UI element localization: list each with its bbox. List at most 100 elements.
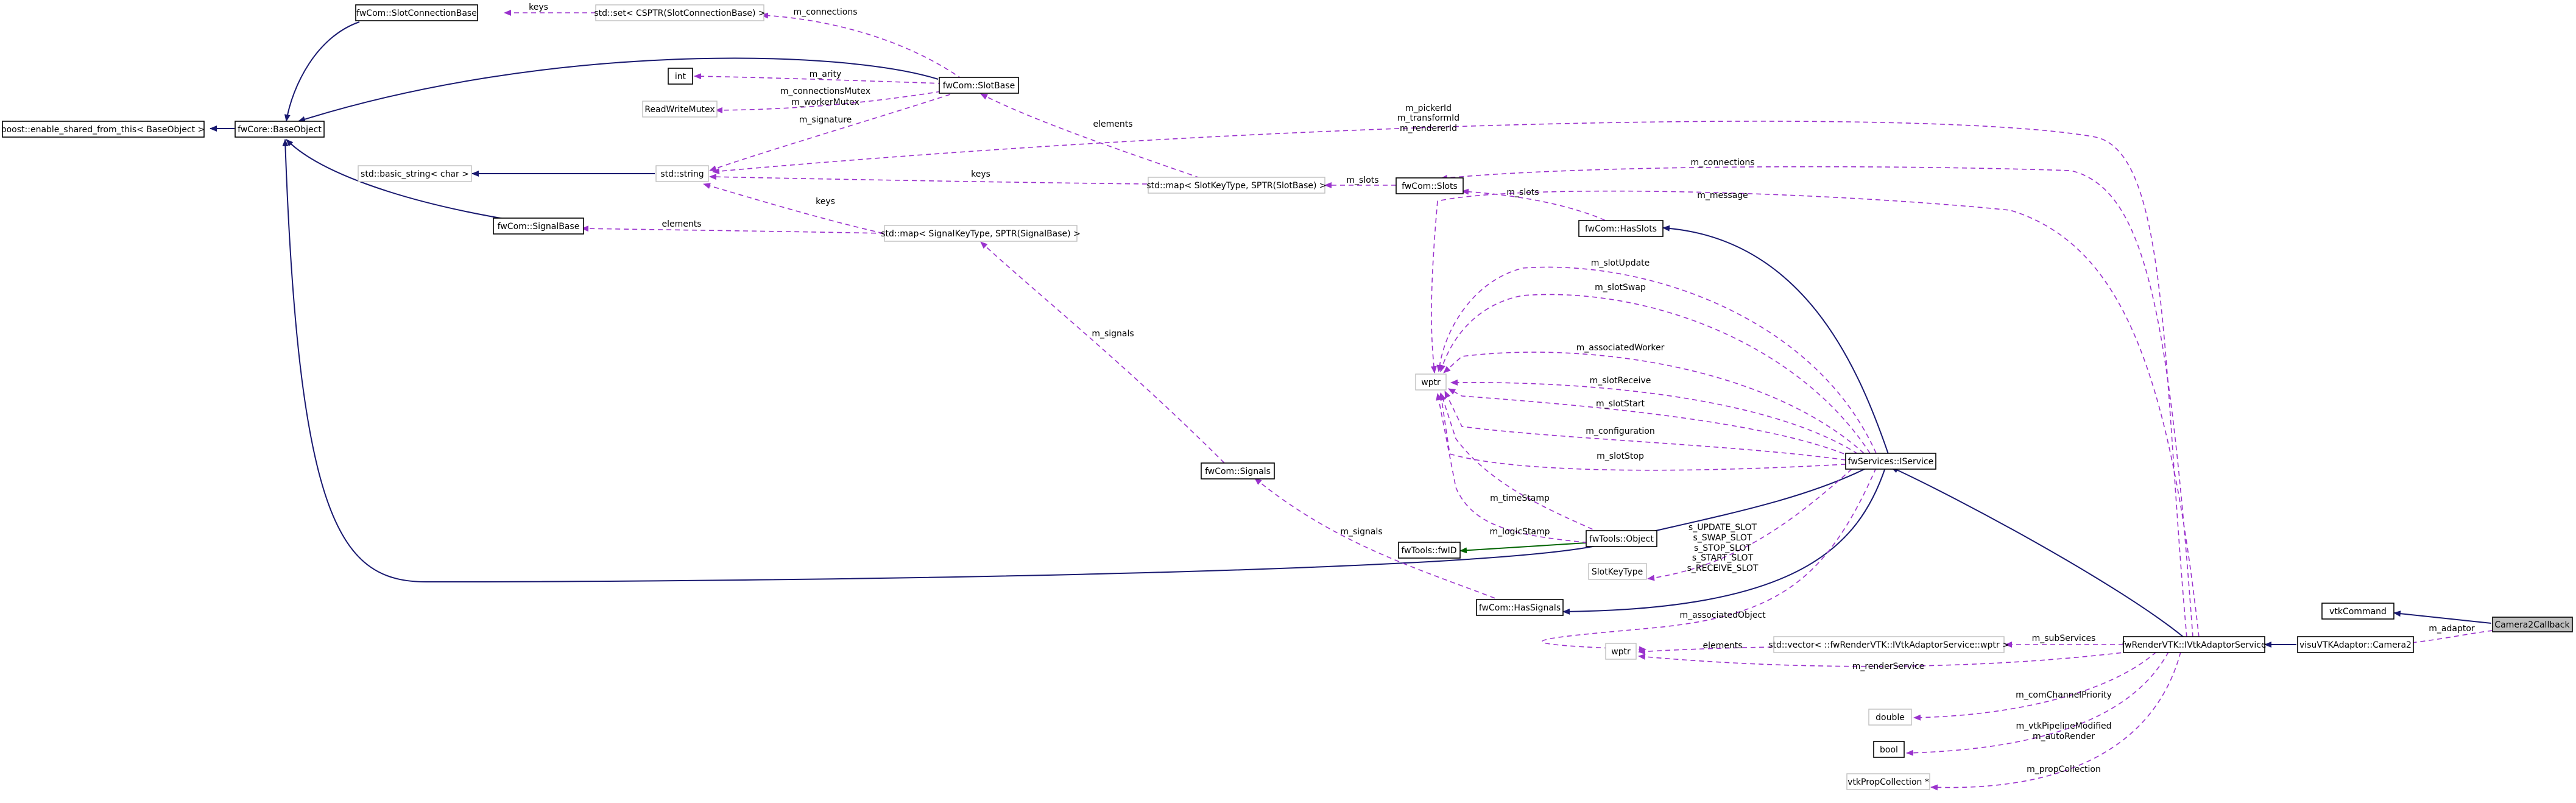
node-label-map-signals: std::map< SignalKeyType, SPTR(SignalBase…	[881, 229, 1081, 239]
node-label-slotconnectionbase: fwCom::SlotConnectionBase	[356, 9, 477, 18]
node-fwtools-fwid[interactable]: fwTools::fwID	[1398, 542, 1461, 559]
edge-label-m-slotupdate: m_slotUpdate	[1591, 258, 1650, 268]
node-slotkeytype[interactable]: SlotKeyType	[1588, 563, 1647, 580]
edge-template-fwid	[1459, 542, 1597, 554]
node-map-signals[interactable]: std::map< SignalKeyType, SPTR(SignalBase…	[881, 225, 1081, 242]
node-label-signals: fwCom::Signals	[1205, 467, 1271, 476]
node-hassignals[interactable]: fwCom::HasSignals	[1476, 599, 1564, 616]
node-label-baseobject: fwCore::BaseObject	[238, 125, 322, 135]
node-label-iservice: fwServices::IService	[1848, 457, 1933, 467]
node-vector-wptr[interactable]: std::vector< ::fwRenderVTK::IVtkAdaptorS…	[1768, 636, 2010, 653]
edge-use-m-slotupdate	[1436, 266, 1877, 454]
edge-label-elements2: elements	[662, 219, 701, 229]
node-vtkcommand[interactable]: vtkCommand	[2321, 603, 2394, 620]
edge-use-m-signals2	[1254, 478, 1511, 605]
edge-use-m-pickerid	[712, 121, 2187, 638]
node-camera2callback[interactable]: Camera2Callback	[2492, 617, 2573, 632]
node-slots[interactable]: fwCom::Slots	[1396, 177, 1464, 194]
node-hasslots[interactable]: fwCom::HasSlots	[1578, 220, 1664, 237]
node-bool[interactable]: bool	[1873, 741, 1905, 758]
node-std-string[interactable]: std::string	[655, 165, 709, 182]
edge-use-m-mutex	[715, 91, 942, 113]
edge-label-m-propcollection: m_propCollection	[2027, 765, 2101, 774]
node-label-double: double	[1876, 713, 1905, 723]
edge-use-m-adaptor	[2394, 630, 2493, 647]
edge-use-m-comchannel	[1913, 651, 2157, 721]
edge-use-keys2	[709, 174, 1148, 185]
node-label-wptr-1: wptr	[1421, 378, 1441, 387]
node-label-vtkcommand: vtkCommand	[2329, 607, 2387, 617]
node-wptr-2[interactable]: wptr	[1605, 643, 1637, 660]
node-label-enable-shared: boost::enable_shared_from_this< BaseObje…	[1, 125, 205, 135]
node-ivtkadaptorservice[interactable]: fwRenderVTK::IVtkAdaptorService	[2122, 636, 2267, 653]
edge-use-m-logicstamp	[1436, 393, 1597, 544]
edge-label-s-slot2: s_SWAP_SLOT	[1693, 533, 1752, 543]
edge-label-m-slotstart: m_slotStart	[1596, 399, 1645, 409]
node-double[interactable]: double	[1868, 709, 1912, 726]
node-slotconnectionbase[interactable]: fwCom::SlotConnectionBase	[355, 4, 478, 21]
edge-label-m-signals2: m_signals	[1340, 527, 1382, 537]
edge-label-m-associatedworker: m_associatedWorker	[1576, 343, 1665, 353]
edge-use-s-slots	[1647, 469, 1852, 581]
node-enable-shared[interactable]: boost::enable_shared_from_this< BaseObje…	[1, 121, 205, 138]
node-label-camera2callback: Camera2Callback	[2494, 620, 2570, 630]
edge-label-elements3: elements	[1703, 641, 1742, 651]
edge-label-m-vtkpipe1: m_vtkPipelineModified	[2016, 721, 2111, 731]
edge-use-elements2	[581, 225, 885, 234]
node-baseobject[interactable]: fwCore::BaseObject	[235, 121, 325, 138]
node-vtkpropcollection[interactable]: vtkPropCollection *	[1846, 773, 1930, 790]
node-label-fwtools-object: fwTools::Object	[1589, 534, 1654, 544]
edge-use-m-vtkpipe	[1906, 651, 2169, 756]
edges	[210, 10, 2493, 791]
edge-label-elements1: elements	[1093, 119, 1132, 129]
edge-use-m-signals1	[980, 241, 1225, 464]
edge-use-m-connections2	[1440, 166, 2193, 638]
node-wptr-1[interactable]: wptr	[1415, 373, 1447, 391]
edge-use-m-slots2	[1461, 188, 1621, 228]
node-fwtools-object[interactable]: fwTools::Object	[1586, 530, 1657, 547]
node-visuvtkadaptor-camera2[interactable]: visuVTKAdaptor::Camera2	[2297, 636, 2414, 653]
edge-inherit-hassignals	[1562, 467, 1886, 615]
node-label-signalbase: fwCom::SignalBase	[498, 222, 580, 232]
node-set-cspth[interactable]: std::set< CSPTR(SlotConnectionBase) >	[594, 4, 766, 21]
node-label-hasslots: fwCom::HasSlots	[1585, 224, 1657, 234]
edge-label-m-mutex2: m_workerMutex	[791, 97, 859, 107]
edge-label-m-connections1: m_connections	[793, 7, 857, 17]
edge-inherit-hasslots	[1662, 225, 1889, 455]
node-label-slotbase: fwCom::SlotBase	[943, 81, 1015, 91]
edge-use-m-slotstart	[1448, 388, 1852, 458]
edge-label-m-associatedobject: m_associatedObject	[1679, 610, 1766, 620]
edge-label-m-slots2: m_slots	[1506, 188, 1539, 197]
edge-inherit-object	[1637, 467, 1868, 537]
edge-label-m-pickerid1: m_pickerId	[1405, 104, 1452, 113]
node-readwritemutex[interactable]: ReadWriteMutex	[642, 101, 718, 118]
edge-label-m-comchannel: m_comChannelPriority	[2016, 690, 2112, 700]
edge-use-elements1	[980, 93, 1201, 179]
edge-use-m-associatedobject	[1541, 467, 1877, 653]
node-int[interactable]: int	[668, 68, 693, 85]
edge-label-m-vtkpipe2: m_autoRender	[2033, 732, 2095, 741]
node-label-vtkpropcollection: vtkPropCollection *	[1847, 777, 1929, 787]
edge-use-m-renderservice	[1638, 650, 2139, 667]
edge-label-m-slotstop: m_slotStop	[1597, 451, 1644, 461]
edge-label-keys2: keys	[971, 169, 990, 179]
node-signalbase[interactable]: fwCom::SignalBase	[493, 218, 584, 235]
node-label-slots: fwCom::Slots	[1402, 182, 1458, 191]
node-slotbase[interactable]: fwCom::SlotBase	[939, 77, 1019, 94]
edge-use-m-associatedworker	[1443, 352, 1865, 454]
edge-use-keys3	[703, 183, 884, 234]
node-map-slots[interactable]: std::map< SlotKeyType, SPTR(SlotBase) >	[1146, 177, 1327, 194]
nodes: Camera2Callback vtkCommand visuVTKAdapto…	[1, 4, 2573, 790]
edge-label-m-logicstamp: m_logicStamp	[1489, 527, 1550, 537]
node-iservice[interactable]: fwServices::IService	[1845, 453, 1936, 470]
edge-label-m-adaptor: m_adaptor	[2429, 624, 2475, 634]
edge-use-m-slotreceive	[1450, 379, 1858, 455]
edge-use-m-connections1	[761, 12, 963, 80]
node-signals[interactable]: fwCom::Signals	[1201, 462, 1275, 479]
edge-label-keys1: keys	[529, 2, 548, 12]
edge-use-m-arity	[694, 73, 944, 84]
node-basic-string[interactable]: std::basic_string< char >	[358, 165, 472, 182]
node-label-basic-string: std::basic_string< char >	[361, 169, 469, 179]
edge-label-m-configuration: m_configuration	[1586, 426, 1655, 436]
